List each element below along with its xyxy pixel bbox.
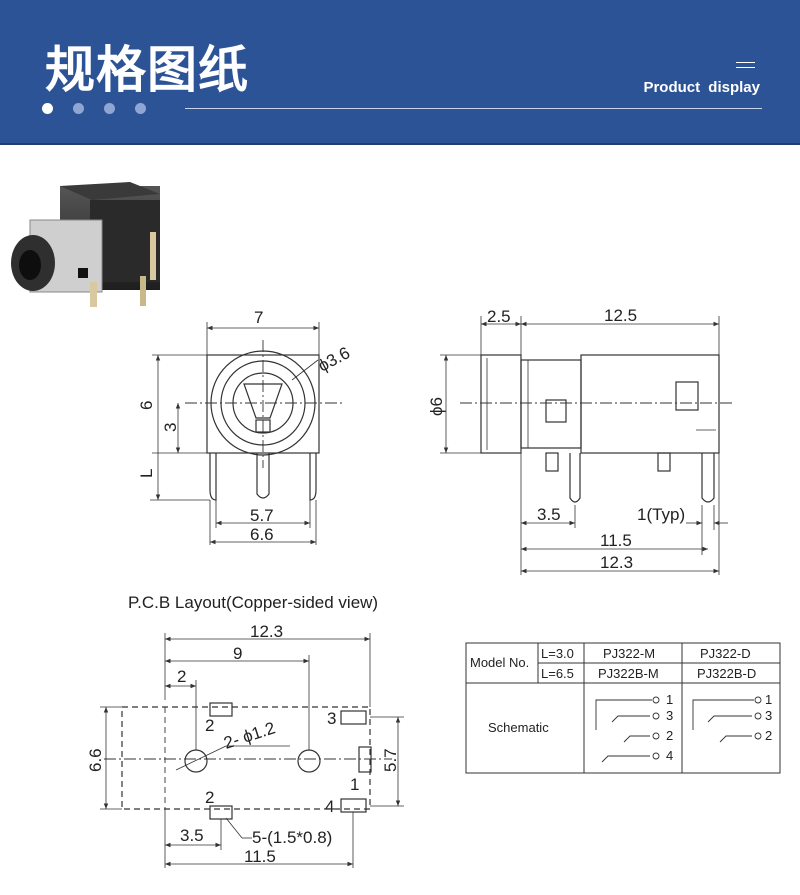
banner-bottom-rule: [0, 143, 800, 145]
jack-pin-1: [90, 282, 97, 307]
front-view: [150, 322, 342, 545]
table-model-m-1: PJ322-M: [603, 646, 655, 661]
jack-body-top: [60, 182, 160, 200]
schematic-d: [692, 696, 762, 743]
schematic-m-pin-1: 1: [666, 692, 673, 707]
pcb-holes-label: 2- ϕ1.2: [221, 718, 277, 752]
table-schematic-label: Schematic: [488, 720, 549, 735]
side-pin-offset-label: 3.5: [537, 505, 561, 524]
pcb-pad-spacing-label: 5.7: [381, 748, 400, 772]
dot-4[interactable]: [135, 103, 146, 114]
pcb-hole-right: [297, 749, 321, 773]
side-pin-width-label: 1(Typ): [637, 505, 685, 524]
front-pin-span-outer-label: 6.6: [250, 525, 274, 544]
jack-window: [78, 268, 88, 278]
jack-pin-3: [140, 276, 146, 306]
front-height-label: 6: [137, 401, 156, 410]
table-model-d-2: PJ322B-D: [697, 666, 756, 681]
header-banner: 规格图纸 Product display: [0, 0, 800, 143]
front-width-label: 7: [254, 308, 263, 327]
front-pin-length-label: L: [137, 469, 156, 478]
pcb-pad-2-bottom-label: 2: [205, 788, 214, 807]
front-contact-shape: [243, 383, 283, 419]
pcb-hole-left: [184, 749, 208, 773]
pcb-pad-3-label: 3: [327, 709, 336, 728]
side-total-length-label: 12.3: [600, 553, 633, 572]
side-body-outline: [580, 354, 720, 454]
front-pin-right: [309, 453, 317, 501]
side-body-length-label: 12.5: [604, 306, 637, 325]
schematic-m-pin-2: 2: [666, 728, 673, 743]
pcb-pad-1-label: 1: [350, 775, 359, 794]
side-nose-length-label: 2.5: [487, 307, 511, 326]
pcb-pad-1: [358, 746, 372, 773]
pcb-outline: [121, 706, 371, 810]
side-latch: [675, 381, 699, 411]
product-photo: [11, 182, 160, 307]
pcb-layout: [100, 633, 404, 868]
dot-3[interactable]: [104, 103, 115, 114]
schematic-d-pin-2: 2: [765, 728, 772, 743]
front-pin-center: [256, 453, 270, 499]
table-outline: [465, 642, 781, 774]
side-shell-outline: [520, 359, 582, 449]
jack-socket-hole: [19, 250, 41, 280]
side-total-span-label: 11.5: [600, 531, 632, 550]
table-row1-l: L=3.0: [541, 646, 574, 661]
schematic-d-pin-1: 1: [765, 692, 772, 707]
banner-subtitle: Product display: [643, 79, 760, 96]
side-pin-1: [545, 452, 559, 472]
side-view: [440, 316, 735, 575]
model-table: [465, 642, 781, 774]
pcb-height-label: 6.6: [86, 748, 105, 772]
pcb-pad-size-label: 5-(1.5*0.8): [252, 828, 332, 847]
pcb-hole-spacing-label: 9: [233, 644, 242, 663]
pcb-overall-width-label: 12.3: [250, 622, 283, 641]
menu-lines-icon: [736, 62, 755, 72]
pcb-pad-4-label: 4: [325, 797, 334, 816]
schematic-m: [595, 696, 660, 763]
pcb-layout-title: P.C.B Layout(Copper-sided view): [128, 593, 378, 612]
pcb-pad-offset-label: 2: [177, 667, 186, 686]
table-model-d-1: PJ322-D: [700, 646, 751, 661]
front-pin-left: [209, 453, 217, 501]
side-diameter-label: ϕ6: [427, 397, 446, 416]
dot-1[interactable]: [42, 103, 53, 114]
pcb-pad-2-top-label: 2: [205, 716, 214, 735]
table-row2-l: L=6.5: [541, 666, 574, 681]
jack-pin-2: [150, 232, 156, 280]
pcb-pad-2-top: [209, 702, 233, 717]
dot-2[interactable]: [73, 103, 84, 114]
front-hole-diameter-label: ϕ3.6: [315, 343, 353, 375]
table-model-header: Model No.: [470, 655, 529, 670]
carousel-dots: [42, 103, 146, 114]
side-pin-4: [701, 453, 715, 503]
pcb-pad-4: [340, 798, 367, 813]
pcb-pad-3: [340, 710, 367, 725]
schematic-m-pin-3: 3: [666, 708, 673, 723]
table-model-m-2: PJ322B-M: [598, 666, 659, 681]
page-title: 规格图纸: [45, 41, 249, 99]
side-pin-3: [657, 452, 671, 472]
side-window: [545, 399, 567, 423]
side-pin-2: [569, 453, 581, 503]
pcb-bottom-offset-label: 3.5: [180, 826, 204, 845]
banner-divider: [185, 108, 762, 109]
front-center-height-label: 3: [161, 423, 180, 432]
schematic-m-pin-4: 4: [666, 748, 673, 763]
pcb-bottom-span-label: 11.5: [244, 847, 276, 866]
schematic-d-pin-3: 3: [765, 708, 772, 723]
front-pin-span-inner-label: 5.7: [250, 506, 274, 525]
pcb-pad-2-bottom: [209, 805, 233, 820]
